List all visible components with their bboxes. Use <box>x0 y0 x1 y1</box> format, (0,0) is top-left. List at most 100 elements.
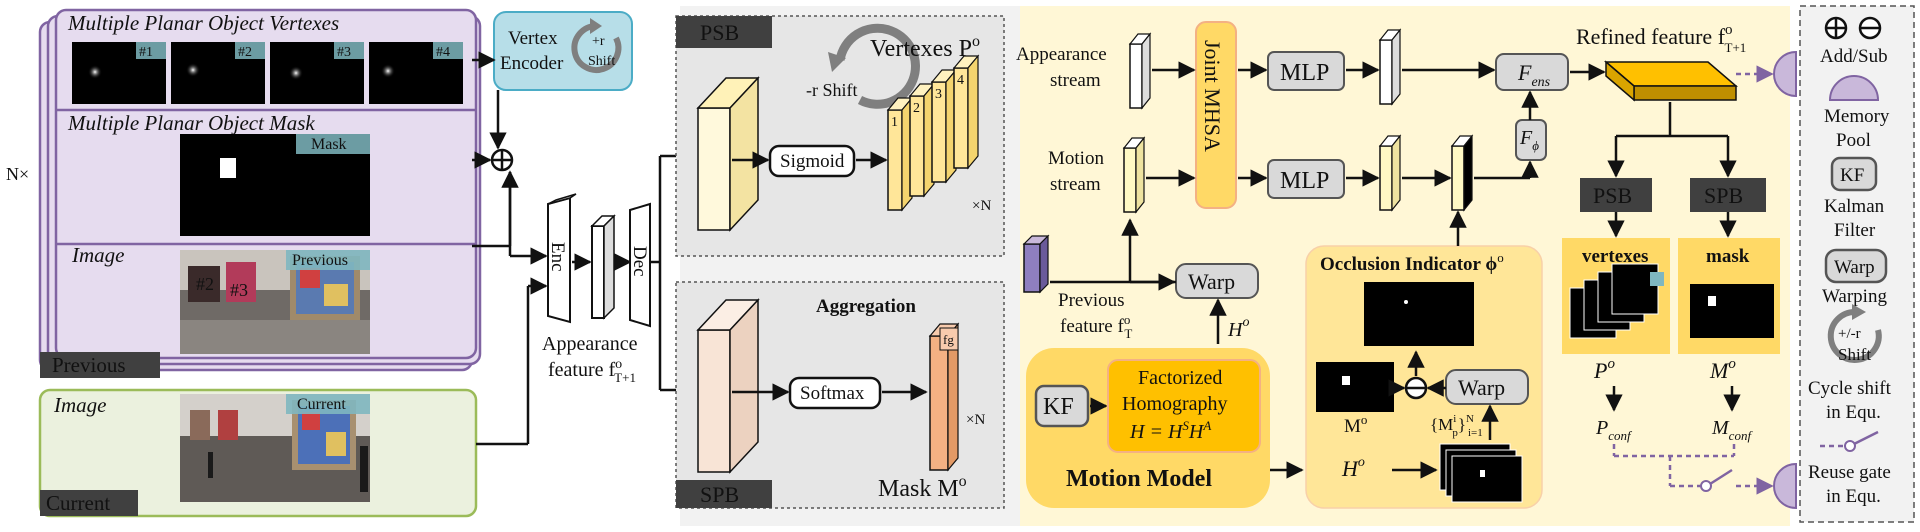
current-image-title: Image <box>53 393 106 417</box>
dec-label: Dec <box>629 246 650 277</box>
current-image: Current <box>180 394 370 502</box>
f-phi-label: Fϕ <box>1519 127 1539 153</box>
m-o-map <box>1316 362 1394 412</box>
legend-warp: Warp <box>1834 257 1875 278</box>
softmax-node <box>788 376 882 410</box>
p-hat-label: Po <box>1593 356 1615 383</box>
slice-num-3: 3 <box>935 87 942 102</box>
refined-feature-block <box>1603 60 1739 102</box>
spb-times-n: ×N <box>966 412 985 428</box>
mlp-top <box>1267 51 1345 91</box>
slice-num-4: 4 <box>957 73 964 88</box>
vertex-encoder-line1: Vertex <box>508 28 558 49</box>
kf-label: KF <box>1043 394 1074 420</box>
legend-add-sub: Add/Sub <box>1820 46 1888 67</box>
encoder-shift-bottom: Shift <box>588 54 615 69</box>
mask-map: Mask <box>180 134 370 236</box>
add-sub-icons <box>1824 16 1882 40</box>
joint-mhsa-block <box>1195 21 1237 209</box>
appearance-token-block <box>1378 28 1402 106</box>
vertex-encoder <box>493 11 633 91</box>
slice-num-1: 1 <box>891 115 898 130</box>
vertexes-head-label: vertexes <box>1582 246 1648 267</box>
reuse-gate-switch <box>1700 468 1733 492</box>
spb-feature-block <box>696 298 760 474</box>
svg-text:#2: #2 <box>196 274 214 294</box>
appearance-label-line1: Appearance <box>542 333 638 355</box>
svg-text:#3: #3 <box>230 280 248 300</box>
vertex-heatmap-stack <box>1569 263 1664 339</box>
memory-pool-icon <box>1828 75 1880 101</box>
vertex-tag-2: #2 <box>238 45 252 60</box>
shift-icon <box>571 18 622 73</box>
mask-head-label: mask <box>1706 246 1750 267</box>
vertexes-output-label: Vertexes Po <box>870 33 980 62</box>
mp-mask-stack <box>1439 443 1523 503</box>
current-label-bg <box>40 490 138 516</box>
occlusion-title: Occlusion Indicator ϕo <box>1320 250 1504 275</box>
motion-stream-block <box>1122 136 1146 214</box>
warp-top-label: Warp <box>1188 269 1235 294</box>
psb-times-n: ×N <box>972 198 991 214</box>
vertex-encoder-line2: Encoder <box>500 53 564 74</box>
reuse-gate-path <box>1612 444 1774 495</box>
mlp-bottom <box>1267 159 1345 199</box>
legend-shift-top: +/-r <box>1838 326 1861 342</box>
vertex-tag-1: #1 <box>139 45 153 60</box>
h-o-label-bottom: Ho <box>1341 455 1365 481</box>
appearance-stream-line2: stream <box>1050 70 1101 91</box>
mask-title: Multiple Planar Object Mask <box>67 111 315 135</box>
image-title: Image <box>71 243 124 267</box>
softmax-label: Softmax <box>800 383 865 404</box>
subtract-operator <box>1404 376 1428 400</box>
psb-box-label: PSB <box>700 20 739 45</box>
legend-kalman-2: Filter <box>1834 220 1876 241</box>
m-hat-label: Mo <box>1709 356 1736 383</box>
memory-pool-top <box>1773 50 1797 98</box>
occlusion-map <box>1364 282 1474 346</box>
encoder-block <box>547 193 577 324</box>
legend-cycle-2: in Equ. <box>1826 402 1881 423</box>
appearance-feature-block <box>590 214 616 320</box>
appearance-stream-line1: Appearance <box>1016 44 1107 65</box>
factorized-line3: H = HSHA <box>1129 418 1211 443</box>
mask-output-block <box>928 322 960 472</box>
encoder-shift-top: +r <box>592 34 605 49</box>
legend-kf: KF <box>1840 165 1864 186</box>
p-conf-label: Pconf <box>1595 417 1633 443</box>
factorized-homography-node <box>1107 359 1261 453</box>
mask-tag: Mask <box>311 136 347 153</box>
vertex-maps: #1 #2 #3 #4 <box>72 42 463 104</box>
legend-reuse-1: Reuse gate <box>1808 462 1891 483</box>
legend-reuse-2: in Equ. <box>1826 486 1881 507</box>
spb-head <box>1690 178 1766 212</box>
sigmoid-node <box>768 144 856 178</box>
factorized-line2: Homography <box>1122 393 1228 415</box>
vertex-tag-3: #3 <box>337 45 351 60</box>
legend-kalman-1: Kalman <box>1824 196 1885 217</box>
appearance-stream-block <box>1128 32 1152 110</box>
mlp-bottom-label: MLP <box>1280 168 1329 194</box>
m-conf-label: Mconf <box>1711 417 1753 443</box>
add-operator <box>490 148 514 172</box>
previous-tag: Previous <box>292 252 348 269</box>
aggregation-label: Aggregation <box>816 296 916 317</box>
psb-head-label: PSB <box>1593 183 1632 208</box>
n-times-label: N× <box>6 164 29 184</box>
psb-feature-block <box>696 76 760 232</box>
sigmoid-label: Sigmoid <box>780 151 845 172</box>
vertex-slices: 1 2 3 4 <box>886 54 980 212</box>
psb-shift-icon <box>828 23 920 109</box>
legend-cycle-1: Cycle shift <box>1808 378 1892 399</box>
spb-head-label: SPB <box>1704 183 1743 208</box>
occlusion-weighted-block <box>1450 134 1474 212</box>
motion-model-label: Motion Model <box>1066 466 1212 492</box>
previous-image: #2 #3 Previous <box>180 250 370 354</box>
mask-output-label: Mask Mo <box>878 473 967 502</box>
memory-pool-bottom <box>1773 462 1797 510</box>
